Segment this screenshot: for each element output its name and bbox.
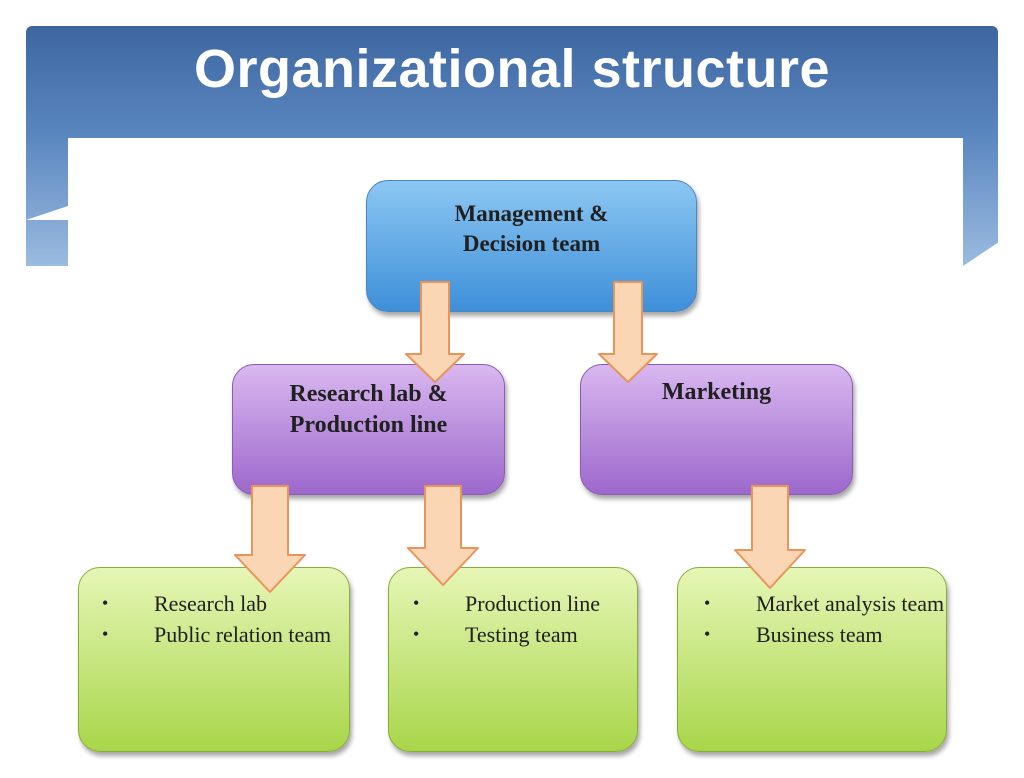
node-marketing-teams: • Market analysis team • Business team (677, 567, 947, 752)
list-item: • Testing team (413, 619, 637, 650)
node-marketing-label: Marketing (661, 379, 772, 405)
list-item-label: Public relation team (154, 622, 332, 647)
node-research-production: Research lab & Production line (232, 364, 505, 495)
node-production-teams: • Production line • Testing team (388, 567, 638, 752)
slide-title: Organizational structure (193, 39, 831, 99)
bullet-icon: • (413, 593, 420, 613)
node-management-line2: Decision team (462, 231, 601, 256)
production-team-list: • Production line • Testing team (389, 568, 637, 650)
bullet-icon: • (704, 593, 711, 613)
list-item: • Business team (704, 619, 946, 650)
list-item: • Research lab (102, 588, 349, 619)
list-item-label: Market analysis team (756, 591, 945, 616)
list-item-label: Business team (756, 622, 883, 647)
list-item: • Market analysis team (704, 588, 946, 619)
marketing-team-list: • Market analysis team • Business team (678, 568, 946, 650)
node-marketing: Marketing (580, 364, 853, 495)
bullet-icon: • (413, 624, 420, 644)
node-research-line1: Research lab & (289, 381, 448, 407)
research-team-list: • Research lab • Public relation team (79, 568, 349, 650)
list-item: • Public relation team (102, 619, 349, 650)
list-item-label: Production line (465, 591, 601, 616)
list-item-label: Testing team (465, 622, 578, 647)
node-management: Management & Decision team (366, 180, 697, 312)
list-item: • Production line (413, 588, 637, 619)
node-research-line2: Production line (289, 412, 448, 438)
bullet-icon: • (102, 593, 109, 613)
list-item-label: Research lab (154, 591, 267, 616)
node-management-line1: Management & (454, 201, 609, 226)
bullet-icon: • (102, 624, 109, 644)
node-research-teams: • Research lab • Public relation team (78, 567, 350, 752)
bullet-icon: • (704, 624, 711, 644)
